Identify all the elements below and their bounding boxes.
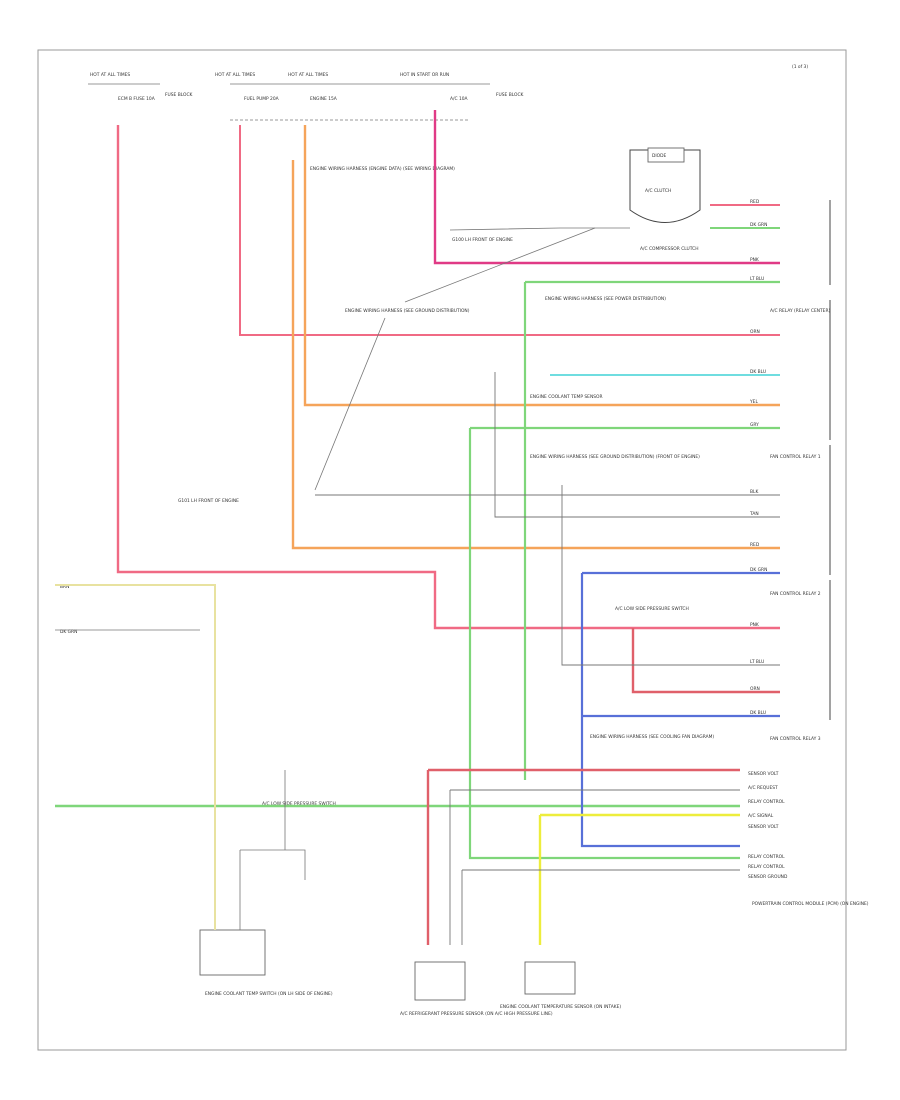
wire-gray-4 (449, 789, 740, 945)
relay-blocks: A/C RELAY (RELAY CENTER) FAN CONTROL REL… (752, 200, 869, 907)
fuse-label-4: HOT IN START OR RUN (400, 72, 449, 78)
note-1: ENGINE WIRING HARNESS (ENGINE DATA) (SEE… (310, 166, 455, 172)
wire-code-label: GRY (750, 422, 759, 428)
ac-sensor-label: A/C REFRIGERANT PRESSURE SENSOR (ON A/C … (400, 1011, 553, 1017)
wire-gray-7 (239, 849, 306, 930)
relay-ac: A/C RELAY (RELAY CENTER) (770, 308, 831, 314)
pcm-pin-4: A/C SIGNAL (748, 813, 774, 819)
fuse-label-2: HOT AT ALL TIMES (215, 72, 255, 78)
fuse-name-4: A/C 10A (450, 96, 468, 102)
pcm-pin-5: SENSOR VOLT (748, 824, 779, 830)
ect-label: ENGINE COOLANT TEMPERATURE SENSOR (ON IN… (500, 1004, 621, 1010)
relay-fan3: FAN CONTROL RELAY 3 (770, 736, 821, 742)
wire-yellow (538, 813, 740, 945)
fuse-name-3: ENGINE 15A (310, 96, 337, 102)
wire-code-label: LT BLU (750, 276, 764, 282)
wire-code-label: BLK (750, 489, 758, 495)
wire-red-main (116, 125, 780, 630)
wire-gray-10 (314, 317, 386, 491)
wire-code-label: ORN (750, 329, 760, 335)
pcm-pin-6: RELAY CONTROL (748, 854, 785, 860)
ground-1: G100 LH FRONT OF ENGINE (452, 237, 513, 243)
compressor-inner: DIODE (652, 153, 667, 159)
wire-orange-2 (291, 160, 780, 550)
left-wire-2: DK GRN (60, 629, 77, 635)
wire-lightyellow (55, 584, 216, 930)
pcm-pin-3: RELAY CONTROL (748, 799, 785, 805)
wire-code-label: DK BLU (750, 369, 766, 375)
note-3: ENGINE WIRING HARNESS (SEE POWER DISTRIB… (545, 296, 666, 302)
note-2: ENGINE WIRING HARNESS (SEE GROUND DISTRI… (345, 308, 470, 314)
pcm-pin-2: A/C REQUEST (748, 785, 778, 791)
wire-green-2 (468, 426, 780, 860)
low-press-switch: A/C LOW SIDE PRESSURE SWITCH (262, 801, 336, 807)
wires (55, 110, 780, 945)
bottom-components: ENGINE COOLANT TEMP SWITCH (ON LH SIDE O… (199, 801, 621, 1017)
compressor-inner-2: A/C CLUTCH (645, 188, 671, 194)
wire-orange (303, 125, 780, 407)
page-ref: (1 of 3) (792, 64, 808, 70)
pcm-pin-1: SENSOR VOLT (748, 771, 779, 777)
fuse-name-1: ECM B FUSE 10A (118, 96, 155, 102)
diagram-frame (37, 49, 847, 1051)
wire-gray-5 (461, 869, 740, 945)
wire-code-label: YEL (749, 399, 758, 405)
ground-2: G101 LH FRONT OF ENGINE (178, 498, 239, 504)
ac-compressor: DIODE A/C CLUTCH A/C COMPRESSOR CLUTCH (629, 147, 701, 252)
wire-green-1 (523, 280, 780, 780)
note-4: ENGINE COOLANT TEMP SENSOR (530, 394, 603, 400)
wire-gray-11 (404, 227, 596, 303)
wire-gray-9 (449, 227, 630, 231)
harness-notes: ENGINE WIRING HARNESS (ENGINE DATA) (SEE… (178, 166, 714, 740)
wire-code-label: RED (750, 542, 760, 548)
fuse-label-3: HOT AT ALL TIMES (288, 72, 328, 78)
fuse-label-1: HOT AT ALL TIMES (90, 72, 130, 78)
fuse-block-2: FUSE BLOCK (496, 92, 524, 98)
note-6: A/C LOW SIDE PRESSURE SWITCH (615, 606, 689, 612)
relay-fan2: FAN CONTROL RELAY 2 (770, 591, 821, 597)
wire-code-label: LT BLU (750, 659, 764, 665)
coolant-temp-switch (199, 929, 266, 976)
ect-sensor (524, 961, 576, 995)
wire-codes: RED DK GRN PNK LT BLU ORN DK BLU YEL GRY BLK TAN R… (749, 199, 767, 716)
wire-code-label: PNK (750, 622, 759, 628)
wire-magenta (433, 110, 780, 265)
wire-code-label: DK GRN (750, 222, 767, 228)
pcm-label: POWERTRAIN CONTROL MODULE (PCM) (ON ENGI… (752, 901, 869, 907)
fuse-header: HOT AT ALL TIMES HOT AT ALL TIMES HOT AT… (88, 72, 524, 121)
temp-switch-label: ENGINE COOLANT TEMP SWITCH (ON LH SIDE O… (205, 991, 333, 997)
note-7: ENGINE WIRING HARNESS (SEE COOLING FAN D… (590, 734, 714, 740)
wire-darkred-2 (426, 768, 740, 945)
wire-code-label: RED (750, 199, 760, 205)
wire-code-label: DK BLU (750, 710, 766, 716)
note-5: ENGINE WIRING HARNESS (SEE GROUND DISTRI… (530, 454, 700, 460)
wire-gray-3 (561, 485, 780, 666)
wire-code-label: DK GRN (750, 567, 767, 573)
wire-gray-1 (494, 372, 780, 518)
wire-darkred (631, 628, 780, 694)
pcm-pins: SENSOR VOLT A/C REQUEST RELAY CONTROL A/… (748, 771, 788, 880)
left-wire-1: BRN (60, 584, 69, 590)
wire-red-top (239, 125, 780, 336)
pcm-pin-7: RELAY CONTROL (748, 864, 785, 870)
pcm-pin-8: SENSOR GROUND (748, 874, 788, 880)
wire-code-label: ORN (750, 686, 760, 692)
wire-code-label: PNK (750, 257, 759, 263)
compressor-label: A/C COMPRESSOR CLUTCH (640, 246, 699, 252)
relay-fan1: FAN CONTROL RELAY 1 (770, 454, 821, 460)
wire-code-label: TAN (749, 511, 759, 517)
ac-pressure-sensor (414, 961, 466, 1001)
fuse-name-2: FUEL PUMP 20A (244, 96, 279, 102)
wire-blue (580, 571, 780, 848)
fuse-block-1: FUSE BLOCK (165, 92, 193, 98)
